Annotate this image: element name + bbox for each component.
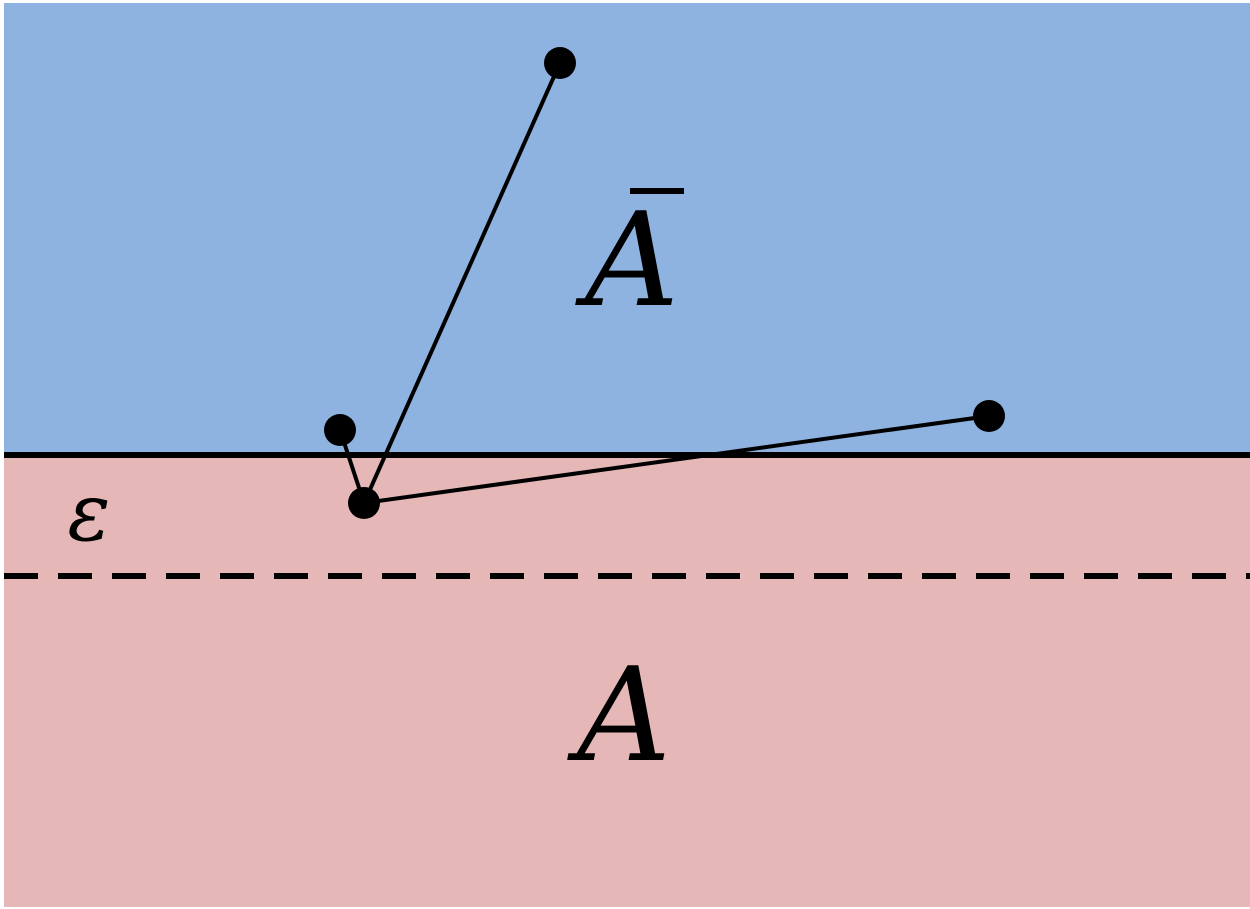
complement-region-label: A [575, 184, 679, 336]
graph-edge [362, 62, 562, 504]
graph-edge [363, 414, 990, 505]
graph-vertex [324, 414, 356, 446]
main-region-label: A [567, 639, 671, 791]
graph-vertex [973, 400, 1005, 432]
complement-region [4, 3, 1250, 456]
graph-vertex [544, 47, 576, 79]
strip-width-label: ε [68, 466, 111, 559]
graph-vertex [348, 487, 380, 519]
main-region [4, 456, 1250, 907]
